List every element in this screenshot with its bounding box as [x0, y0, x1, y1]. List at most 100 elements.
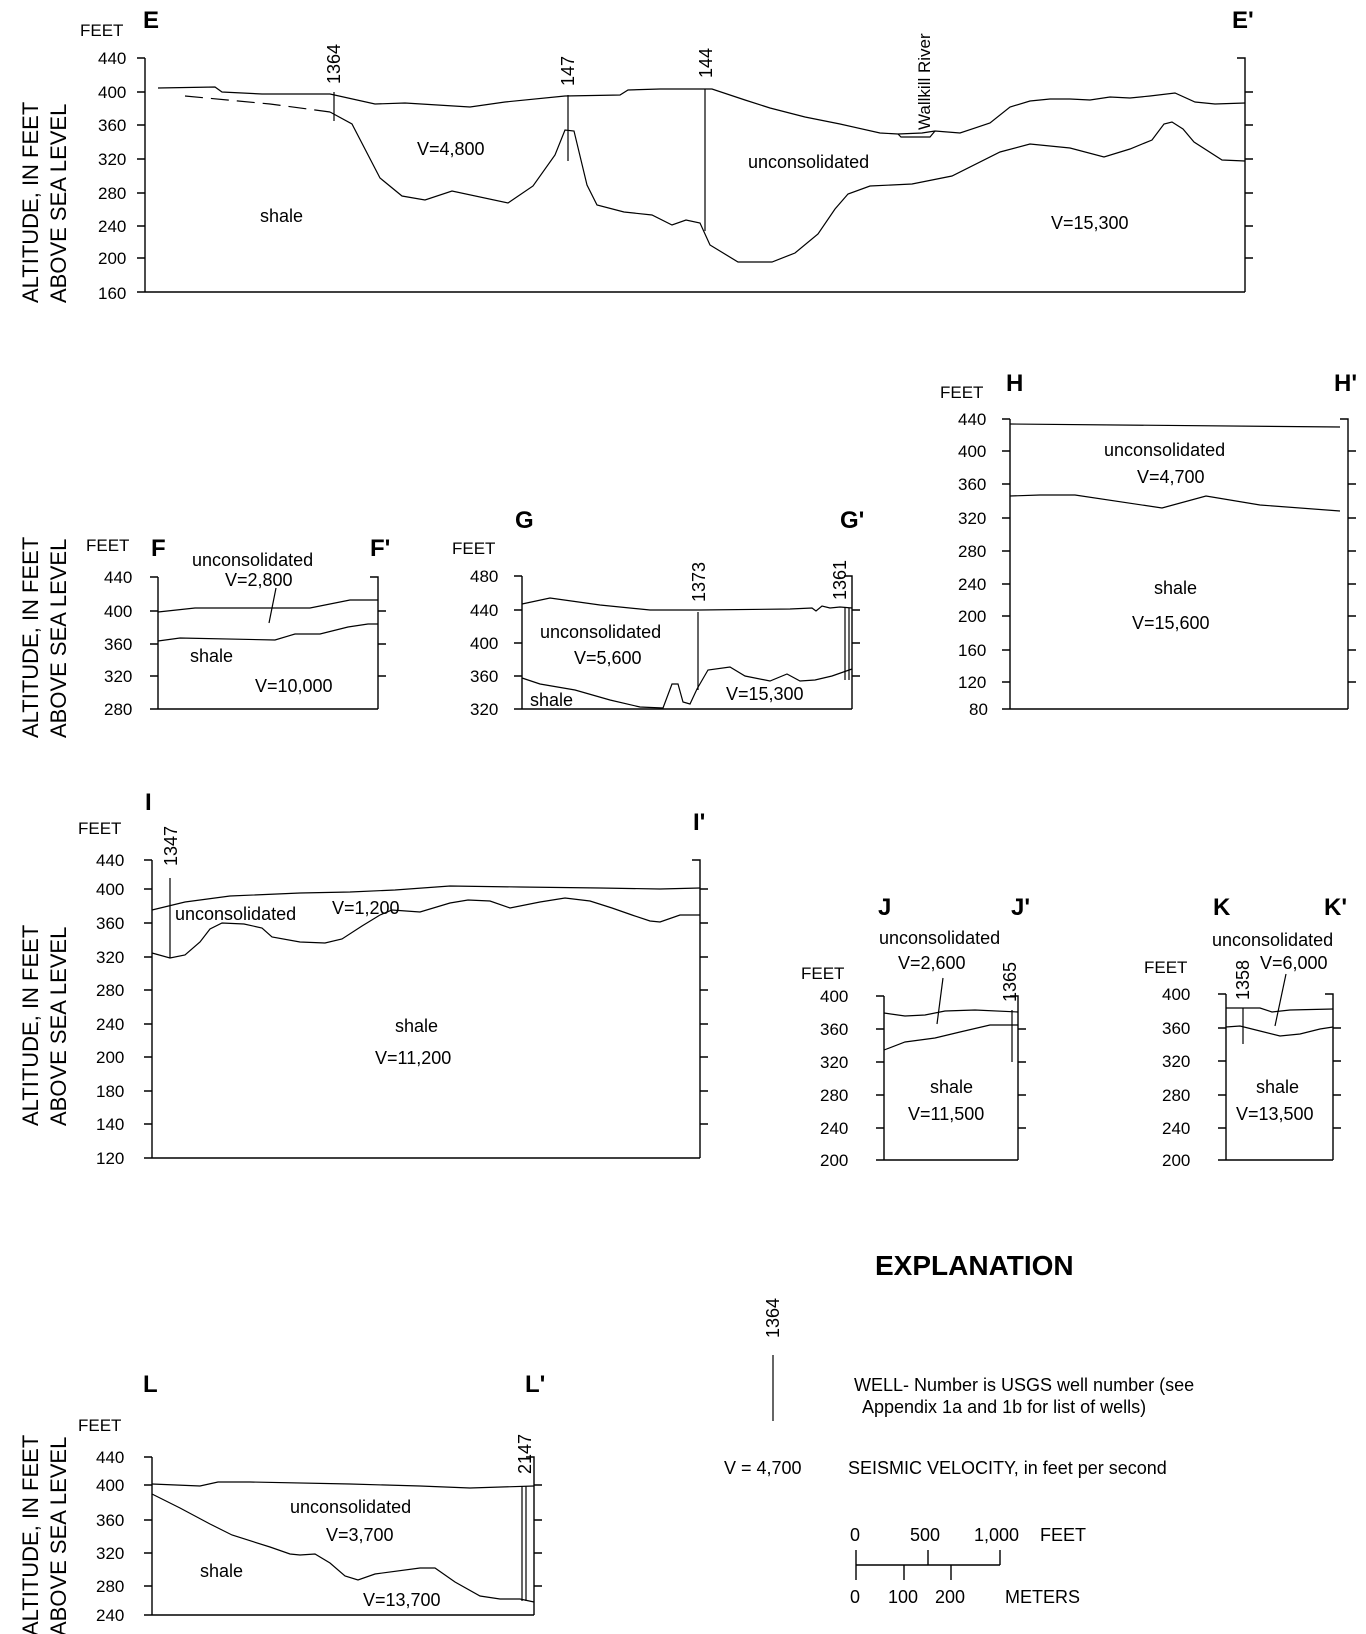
tick-label: 360: [96, 1511, 124, 1530]
section-f-land-surface: [157, 599, 378, 613]
section-e-well-144: 144: [696, 48, 716, 231]
section-f-right-axis: [370, 576, 386, 709]
section-i-ticks: 440 400 360 320 280 240 200 180 140 120: [96, 851, 124, 1168]
section-f-ylabel-1: ALTITUDE, IN FEET: [18, 537, 43, 738]
tick-label: 320: [98, 150, 126, 169]
tick-label: 320: [104, 667, 132, 686]
section-j-label-leader: [936, 977, 944, 1025]
tick-label: 120: [958, 673, 986, 692]
section-e-river-channel: [897, 130, 936, 138]
section-e-feet: FEET: [80, 21, 123, 40]
scale-feet-label: 500: [910, 1525, 940, 1545]
section-e-left-axis: [137, 57, 146, 293]
section-i-unconsolidated-label: unconsolidated: [175, 904, 296, 924]
well-number: 1364: [763, 1298, 783, 1338]
tick-label: 320: [1162, 1052, 1190, 1071]
section-h-end: H': [1334, 370, 1357, 397]
section-g-ticks: 480 440 400 360 320: [470, 567, 498, 719]
explanation: EXPLANATION 1364 WELL- Number is USGS we…: [724, 1250, 1194, 1607]
section-h-land-surface: [1009, 423, 1341, 428]
section-e-velocity-shale: V=15,300: [1051, 213, 1129, 233]
well-number: 1358: [1233, 960, 1253, 1000]
well-number: 1361: [830, 560, 850, 600]
explanation-velocity-text: SEISMIC VELOCITY, in feet per second: [848, 1458, 1167, 1478]
section-i-well-1347: 1347: [161, 826, 181, 958]
well-number: 1347: [161, 826, 181, 866]
section-l-right-axis: [526, 1456, 542, 1615]
section-g-right-axis: [844, 575, 860, 709]
section-i: ALTITUDE, IN FEET ABOVE SEA LEVEL FEET I…: [18, 789, 708, 1168]
section-l-ylabel-1: ALTITUDE, IN FEET: [18, 1435, 43, 1634]
section-g-well-1373: 1373: [689, 562, 709, 690]
section-j-left-axis: [876, 995, 885, 1161]
tick-label: 400: [96, 1476, 124, 1495]
section-h-unconsolidated-label: unconsolidated: [1104, 440, 1225, 460]
section-e-ylabel-2: ABOVE SEA LEVEL: [46, 104, 71, 303]
tick-label: 360: [98, 116, 126, 135]
tick-label: 440: [98, 49, 126, 68]
section-k-right-axis: [1325, 993, 1341, 1160]
section-e-ylabel-1: ALTITUDE, IN FEET: [18, 102, 43, 303]
tick-label: 200: [98, 249, 126, 268]
section-j-velocity-unconsolidated: V=2,600: [898, 953, 966, 973]
section-g-start: G: [515, 507, 534, 534]
scale-bar-line: [855, 1550, 1001, 1580]
section-f-velocity-shale: V=10,000: [255, 676, 333, 696]
tick-label: 320: [958, 509, 986, 528]
section-e-ticks: 440 400 360 320 280 240 200 160: [98, 49, 126, 303]
section-i-start: I: [145, 789, 152, 816]
section-e-well-147: 147: [558, 56, 578, 161]
tick-label: 280: [96, 1577, 124, 1596]
section-k-ticks: 400 360 320 280 240 200: [1162, 985, 1190, 1170]
section-l-velocity-shale: V=13,700: [363, 1590, 441, 1610]
section-g-feet: FEET: [452, 539, 495, 558]
section-j-right-axis: [1010, 995, 1026, 1160]
tick-label: 400: [98, 83, 126, 102]
section-h-shale-label: shale: [1154, 578, 1197, 598]
section-k-label-leader: [1274, 973, 1287, 1027]
section-f-ticks: 440 400 360 320 280: [104, 568, 132, 719]
section-l-well-2147: 2147: [515, 1434, 535, 1601]
section-i-left-axis: [144, 859, 153, 1159]
tick-label: 480: [470, 567, 498, 586]
section-f-shale-label: shale: [190, 646, 233, 666]
section-l-feet: FEET: [78, 1416, 121, 1435]
tick-label: 240: [96, 1015, 124, 1034]
section-l-ylabel-2: ABOVE SEA LEVEL: [46, 1437, 71, 1634]
section-g-shale-label: shale: [530, 690, 573, 710]
section-i-shale-label: shale: [395, 1016, 438, 1036]
section-e-right-axis: [1237, 57, 1253, 292]
section-j-ticks: 400 360 320 280 240 200: [820, 987, 848, 1170]
tick-label: 200: [96, 1048, 124, 1067]
section-g-left-axis: [514, 575, 523, 710]
scale-feet-label: 0: [850, 1525, 860, 1545]
section-k: K K' FEET 400 360 320 280 240 200 1358 u…: [1144, 894, 1347, 1170]
section-f-label-leader: [268, 587, 277, 624]
tick-label: 320: [820, 1053, 848, 1072]
tick-label: 280: [820, 1086, 848, 1105]
tick-label: 200: [1162, 1151, 1190, 1170]
tick-label: 320: [96, 1544, 124, 1563]
tick-label: 240: [98, 217, 126, 236]
section-g-velocity-unconsolidated: V=5,600: [574, 648, 642, 668]
section-l-left-axis: [144, 1456, 153, 1616]
tick-label: 440: [958, 410, 986, 429]
tick-label: 160: [958, 641, 986, 660]
section-g: FEET G G' 480 440 400 360 320 1373 1361 …: [452, 507, 864, 719]
tick-label: 160: [98, 284, 126, 303]
section-f: ALTITUDE, IN FEET ABOVE SEA LEVEL FEET F…: [18, 535, 390, 738]
section-j-shale-label: shale: [930, 1077, 973, 1097]
explanation-title: EXPLANATION: [875, 1250, 1074, 1281]
section-i-feet: FEET: [78, 819, 121, 838]
well-line: [521, 1486, 527, 1601]
section-k-start: K: [1213, 894, 1231, 921]
well-number: 1373: [689, 562, 709, 602]
section-k-well-1358: 1358: [1233, 960, 1253, 1044]
section-e-velocity-unconsolidated: V=4,800: [417, 139, 485, 159]
section-e: ALTITUDE, IN FEET ABOVE SEA LEVEL FEET E…: [18, 7, 1254, 303]
section-j-unconsolidated-label: unconsolidated: [879, 928, 1000, 948]
section-f-ylabel-2: ABOVE SEA LEVEL: [46, 539, 71, 738]
section-l-shale-label: shale: [200, 1561, 243, 1581]
section-k-feet: FEET: [1144, 958, 1187, 977]
